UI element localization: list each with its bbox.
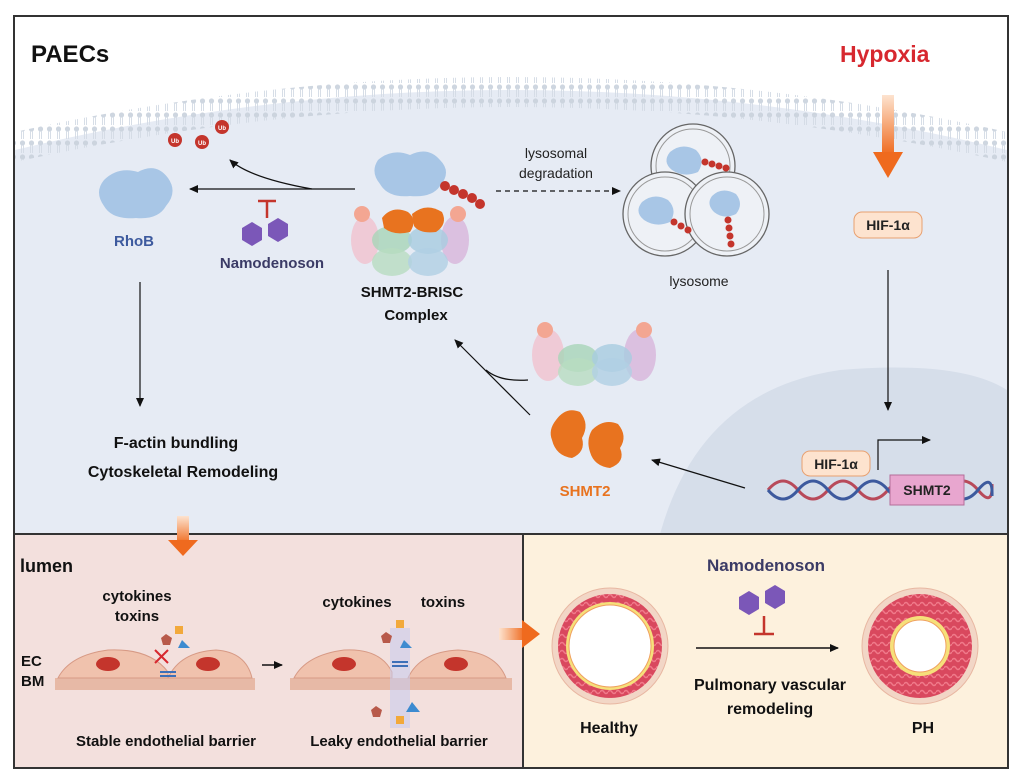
complex-label-line2: Complex	[384, 307, 448, 324]
shmt2-protein-label: SHMT2	[560, 483, 611, 500]
hypoxia-label: Hypoxia	[840, 41, 930, 67]
vessel-cross-section-icon	[551, 587, 669, 705]
bm-label: BM	[21, 673, 44, 690]
dna-helix-icon	[766, 479, 994, 501]
svg-text:SHMT2: SHMT2	[903, 482, 951, 498]
hif1a-box: HIF-1α	[853, 211, 923, 239]
namodenoson-molecule-icon-bottom	[739, 585, 785, 615]
lysosomal-label-line1: lysosomal	[525, 145, 587, 161]
barrier-to-vessel-arrow	[499, 620, 540, 648]
namodenoson-molecule-icon	[242, 218, 288, 246]
svg-text:HIF-1α: HIF-1α	[814, 456, 858, 472]
cytokines-left-label: cytokines	[102, 588, 171, 605]
leaky-endothelium-icon	[290, 620, 512, 728]
cytokines-right-label: cytokines	[322, 594, 391, 611]
namodenoson-top-label: Namodenoson	[220, 255, 324, 272]
lysosomal-label-line2: degradation	[519, 165, 593, 181]
pulmonary-label-line2: remodeling	[727, 701, 813, 718]
ph-vessel-cross-section-icon	[861, 587, 979, 705]
brisc-complex-icon	[532, 322, 656, 386]
toxins-left-label: toxins	[115, 608, 159, 625]
complex-label-line1: SHMT2-BRISC	[361, 284, 464, 301]
rhob-label: RhoB	[114, 233, 154, 250]
stable-barrier-label: Stable endothelial barrier	[76, 733, 256, 750]
healthy-label: Healthy	[580, 720, 638, 737]
lumen-label: lumen	[20, 556, 73, 576]
leaky-barrier-label: Leaky endothelial barrier	[310, 733, 488, 750]
assembly-arrow	[454, 339, 531, 416]
dna-to-shmt2-arrow	[651, 458, 746, 489]
shmt2-gene-box: SHMT2	[889, 474, 965, 506]
hypoxia-arrow	[873, 95, 903, 178]
transcription-arrow	[877, 436, 931, 470]
inhibition-icon-bottom	[754, 616, 774, 636]
panel-title: PAECs	[31, 41, 109, 68]
cytoskeletal-label: Cytoskeletal Remodeling	[88, 464, 278, 481]
ubiquitin-chain-icon	[440, 181, 485, 209]
namodenoson-bottom-label: Namodenoson	[707, 556, 825, 575]
cytoskeleton-to-barrier-arrow	[168, 516, 198, 556]
lysosome-label: lysosome	[669, 273, 728, 289]
toxins-right-label: toxins	[421, 594, 465, 611]
pulmonary-label-line1: Pulmonary vascular	[694, 677, 846, 694]
ec-label: EC	[21, 653, 42, 670]
shmt2-brisc-complex-icon	[351, 151, 469, 276]
ph-label: PH	[912, 720, 934, 737]
svg-text:Ub: Ub	[171, 139, 179, 145]
ub-release-arrow	[229, 159, 313, 190]
inhibition-icon	[258, 199, 276, 218]
stable-endothelium-icon	[55, 626, 255, 690]
hif1a-dna-box: HIF-1α	[801, 450, 871, 477]
svg-text:HIF-1α: HIF-1α	[866, 217, 910, 233]
svg-text:Ub: Ub	[198, 141, 206, 147]
rhob-protein-icon	[99, 168, 173, 219]
factin-label: F-actin bundling	[114, 435, 238, 452]
assembly-arrow-join	[485, 369, 529, 381]
lysosome-icon	[622, 123, 770, 257]
svg-text:Ub: Ub	[218, 126, 226, 132]
shmt2-protein-icon	[550, 410, 624, 468]
ubiquitin-icon: Ub Ub Ub	[168, 120, 229, 149]
